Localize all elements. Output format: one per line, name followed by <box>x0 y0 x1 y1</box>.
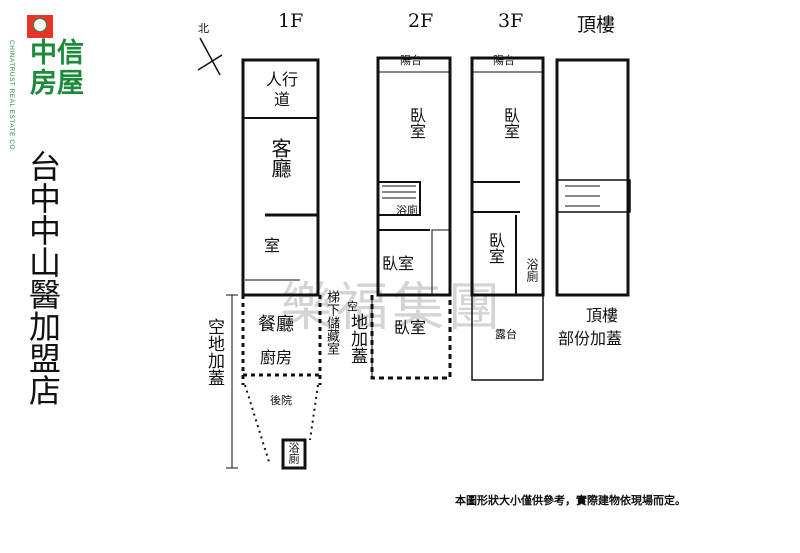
room-sidewalk: 人行道 <box>265 70 298 109</box>
room-balcony-2f: 陽台 <box>400 54 422 67</box>
logo-text-line2: 房屋 <box>30 68 84 99</box>
room-kitchen: 廚房 <box>260 348 293 367</box>
heading-1f: 1F <box>278 10 304 32</box>
heading-2f: 2F <box>408 10 434 32</box>
floor-1f-outline <box>241 58 320 297</box>
north-label: 北 <box>198 22 209 35</box>
room-backyard: 後院 <box>270 394 292 407</box>
heading-3f: 3F <box>498 10 524 32</box>
room-bath-2f: 浴廁 <box>396 204 418 217</box>
room-bedroom-2f-ext: 臥室 <box>394 318 427 337</box>
room-partial: 室 <box>264 236 281 255</box>
room-bedroom-2f-front: 臥室 <box>407 107 426 139</box>
room-dining: 餐廳 <box>258 314 294 335</box>
disclaimer-note: 本圖形狀大小僅供參考，實際建物依現場而定。 <box>455 494 686 507</box>
logo-english-text: CHINATRUST REAL ESTATE CO. <box>8 40 15 153</box>
room-bedroom-3f-front: 臥室 <box>501 107 520 139</box>
room-bedroom-2f-mid: 臥室 <box>382 254 415 273</box>
room-bath-1f: 浴廁 <box>287 442 300 464</box>
floor-2f-outline <box>376 56 452 297</box>
floor-roof-outline <box>555 58 630 297</box>
label-stair-storage: 梯下儲藏室 <box>324 290 339 355</box>
room-bath-3f: 浴廁 <box>525 258 539 282</box>
label-roof-partial: 部份加蓋 <box>558 329 623 348</box>
logo-emblem-circle <box>33 18 47 32</box>
room-bedroom-3f-rear: 臥室 <box>486 232 505 264</box>
logo-text-line1: 中信 <box>30 38 84 69</box>
label-1f-extension: 空地加蓋 <box>204 318 224 386</box>
label-2f-extension: 地加蓋 <box>347 313 367 364</box>
label-roof: 頂樓 <box>586 306 619 325</box>
room-living: 客廳 <box>268 138 292 178</box>
north-arrow-icon <box>199 37 221 76</box>
label-2f-extension-small: 空 <box>347 300 358 313</box>
heading-roof: 頂樓 <box>577 14 616 36</box>
room-terrace-3f: 露台 <box>495 328 517 341</box>
room-balcony-3f: 陽台 <box>493 54 515 67</box>
store-title: 台中中山醫加盟店 <box>24 150 62 406</box>
